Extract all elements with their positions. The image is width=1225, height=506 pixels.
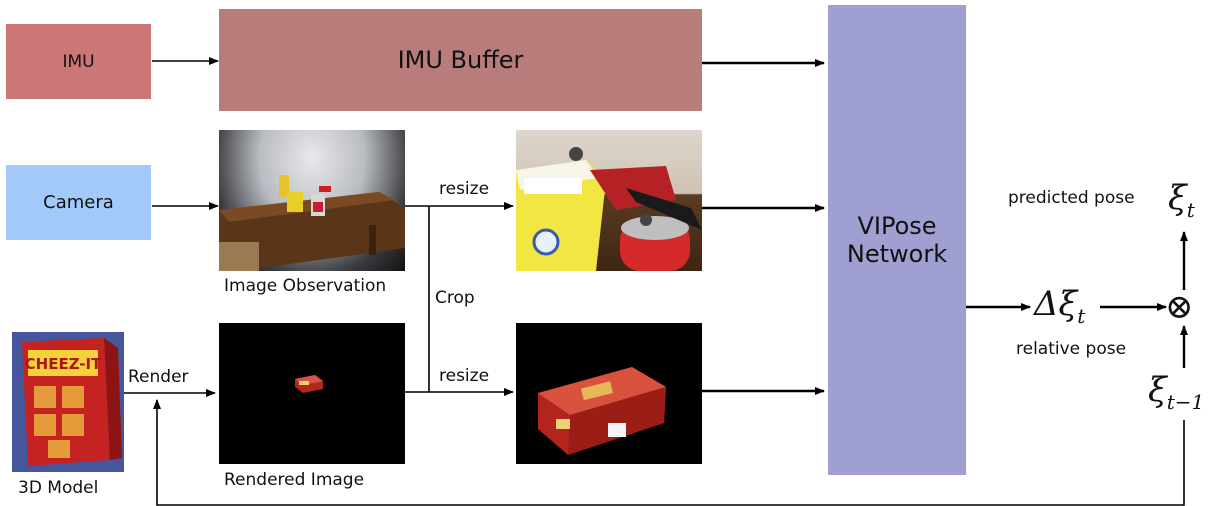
xi-t-symbol: ξ [1168,178,1187,218]
imu-box: IMU [6,24,151,99]
camera-box: Camera [6,165,151,240]
otimes-operator: ⊗ [1165,287,1194,327]
resized-observation-scene [516,147,702,271]
observation-caption: Image Observation [224,276,387,296]
rendered-caption: Rendered Image [224,470,365,490]
delta-xi: Δξt [1034,284,1085,328]
crop-label: Crop [435,288,475,308]
observation-scene [219,175,405,271]
resize-label-bottom: resize [439,366,490,386]
rendered-image [219,323,405,464]
xi-t-subscript: t [1186,197,1195,222]
network-box: VIPose Network [828,5,966,475]
delta-xi-symbol: Δξ [1034,284,1078,324]
resized-render-scene [538,367,666,455]
rendered-scene [295,375,323,393]
xi-t: ξt [1168,178,1195,222]
render-label: Render [128,367,189,387]
xi-prev-subscript: t−1 [1166,389,1205,414]
feedback-loop [153,399,1185,506]
cracker-box-graphic: CHEEZ-IT [12,332,124,472]
image-observation [219,130,405,271]
imu-buffer-box: IMU Buffer [219,9,702,111]
predicted-pose-label: predicted pose [1008,188,1135,208]
xi-t-minus-1: ξt−1 [1148,370,1204,414]
3d-model-image: CHEEZ-IT [12,332,124,472]
model-caption: 3D Model [18,478,99,498]
resized-observation [516,130,702,271]
xi-prev-symbol: ξ [1148,370,1167,410]
camera-label: Camera [43,192,114,213]
relative-pose-label: relative pose [1016,339,1127,359]
imu-buffer-label: IMU Buffer [397,46,524,74]
resized-render [516,323,702,464]
resize-label-top: resize [439,179,490,199]
svg-text:CHEEZ-IT: CHEEZ-IT [25,355,102,373]
imu-label: IMU [62,51,95,72]
network-label-line1: VIPose [857,212,937,240]
delta-xi-subscript: t [1077,303,1086,328]
network-label-line2: Network [846,240,948,268]
